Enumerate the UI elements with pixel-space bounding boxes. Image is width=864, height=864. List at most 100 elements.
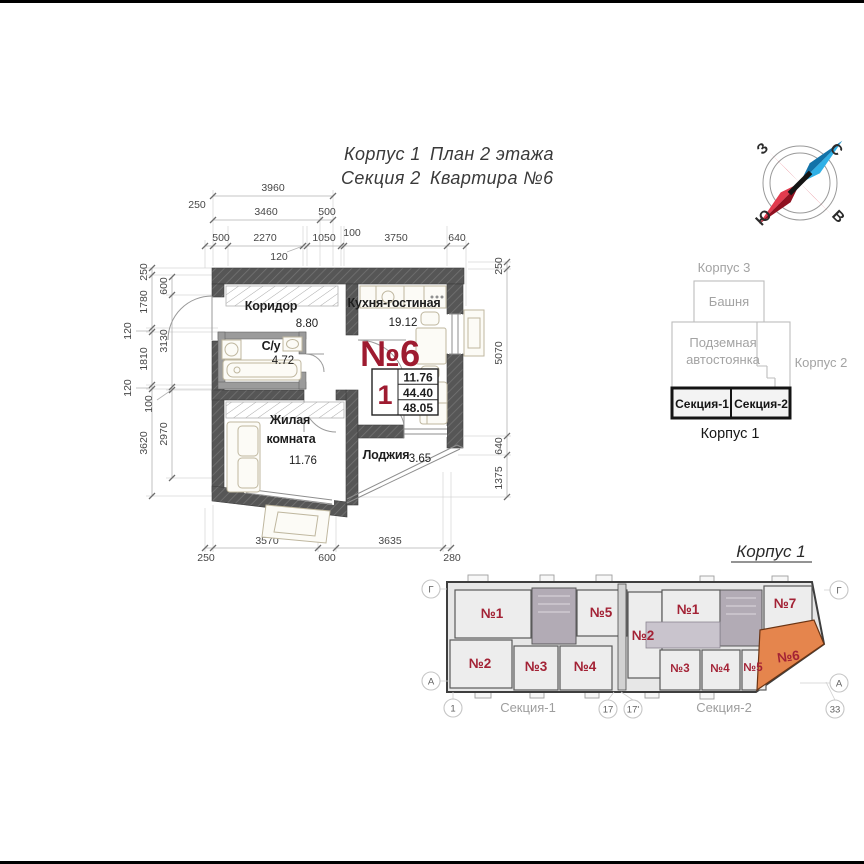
sofa-cushion-1: [237, 425, 259, 457]
bathtub: [222, 359, 302, 381]
locator-korpus2-label: Корпус 2: [795, 355, 848, 370]
area-total-value: 44.40: [403, 386, 433, 400]
dim-label: 100: [143, 395, 155, 413]
unit-number: №4: [710, 663, 730, 675]
locator-korpus1-label: Корпус 1: [701, 426, 760, 442]
overview-unit-numbers: №1 №5 №2 №3 №4 №2 №1 №7 №3 №4 №5 №6: [469, 596, 801, 675]
axis-33: 33: [830, 705, 841, 716]
dim-label: 100: [343, 227, 361, 239]
axis-17-prime: 17': [627, 705, 640, 716]
unit-s2-4: [701, 649, 741, 691]
unit-number: №5: [590, 605, 613, 620]
dim-label: 250: [493, 257, 505, 275]
kitchen-counter-dividers: [375, 286, 425, 308]
kitchen-sink: [381, 290, 395, 304]
compass-label-west: З: [753, 139, 772, 158]
s2-stair-core: [719, 589, 763, 647]
section-divider-wall: [617, 583, 627, 691]
dim-label: 500: [212, 232, 230, 244]
dimension-ticks: [148, 192, 511, 552]
area-full-value: 48.05: [403, 401, 433, 415]
unit-number: №4: [574, 659, 597, 674]
dim-label: 120: [122, 379, 134, 397]
bottom-border: [0, 861, 864, 864]
s1-stair-core: [531, 587, 577, 645]
loggia-glazing: [346, 444, 464, 504]
unit-number: №1: [481, 606, 504, 621]
dim-label: 1810: [138, 347, 150, 371]
unit-number: №2: [469, 656, 492, 671]
bathroom-wall-bottom: [217, 381, 307, 390]
plan-dimensions: 250 3960 3460 500 500 2270 120 1050 100 …: [122, 182, 511, 564]
bathtub-drain: [233, 366, 241, 374]
dim-label: 250: [197, 552, 215, 564]
dim-label: 1375: [493, 466, 505, 490]
apartment-number: №6: [360, 333, 420, 374]
s2-core-stairs: [726, 597, 756, 615]
title-plan-floor: План 2 этажа: [430, 144, 554, 164]
dim-label: 1050: [312, 232, 336, 244]
wall-right-lower: [446, 353, 464, 449]
locator-parking-label-2: автостоянка: [686, 352, 761, 367]
dimension-lines: [136, 195, 508, 549]
compass-outer-circle: [762, 145, 838, 221]
s1-core-stairs: [538, 595, 570, 613]
dim-label: 600: [318, 552, 336, 564]
bathroom-sink: [282, 336, 303, 352]
washing-machine-door: [224, 342, 239, 357]
dim-label: 3750: [384, 232, 408, 244]
dim-label: 640: [493, 437, 505, 455]
top-border: [0, 0, 864, 3]
room-area-loggia: 3.65: [409, 453, 431, 465]
wall-top: [211, 267, 465, 285]
exterior-bay-right-inner: [467, 317, 481, 349]
compass-rose: С В Ю З: [752, 139, 848, 229]
dim-label: 3960: [261, 182, 285, 194]
overview-balconies: [467, 574, 789, 700]
axis-a-left: А: [428, 677, 435, 688]
axis-17: 17: [603, 705, 614, 716]
unit-s2-6-highlighted: [756, 619, 825, 692]
bathroom-door-arc: [305, 353, 325, 373]
bathtub-inner: [226, 362, 298, 378]
exterior-unit-bottom: [261, 504, 331, 544]
plan-furniture: [221, 285, 448, 493]
area-table: [371, 368, 439, 416]
living-window: [245, 488, 333, 505]
kitchen-window-gap: [448, 314, 462, 354]
title-apartment: Квартира №6: [430, 168, 554, 188]
dimension-labels-top: 250 3960 3460 500 500 2270 120 1050 100 …: [188, 182, 466, 263]
room-area-bathroom: 4.72: [272, 355, 294, 367]
axis-a-right: А: [836, 679, 843, 690]
unit-number: №7: [774, 596, 797, 611]
wall-corridor-kitchen: [345, 283, 359, 336]
locator-section1-label: Секция-1: [675, 397, 729, 411]
unit-number: №5: [743, 662, 763, 674]
title-korpus: Корпус 1: [344, 144, 421, 164]
kitchen-window: [449, 313, 461, 355]
dimension-labels-left: 250 1780 120 1810 120 3620 600 3130 100 …: [122, 263, 170, 455]
unit-number: №2: [632, 628, 655, 643]
dim-label: 3130: [158, 329, 170, 353]
unit-s2-3: [659, 649, 701, 691]
sofa-cushion-2: [237, 457, 259, 489]
unit-s1-4: [559, 645, 613, 691]
unit-s1-1: [454, 589, 532, 639]
entrance-door-arc: [167, 295, 213, 341]
dim-label: 1780: [138, 290, 150, 314]
living-sofa: [226, 421, 261, 493]
unit-s2-7: [763, 585, 813, 631]
compass-label-east: В: [828, 207, 848, 227]
room-name-kitchen: Кухня-гостиная: [348, 296, 441, 310]
s2-corridor: [645, 621, 721, 649]
site-locator: Корпус 3 Башня Подземная автостоянка Кор…: [670, 260, 848, 442]
bathroom-wall-right-lower: [298, 371, 307, 390]
compass-arm-nw-dark: [768, 151, 800, 183]
area-living-value: 11.76: [403, 371, 433, 385]
plan-windows: [244, 309, 485, 544]
dim-label: 640: [448, 232, 466, 244]
dim-label: 2970: [158, 422, 170, 446]
unit-s1-3: [513, 645, 559, 691]
compass-center-bar: [787, 170, 813, 196]
